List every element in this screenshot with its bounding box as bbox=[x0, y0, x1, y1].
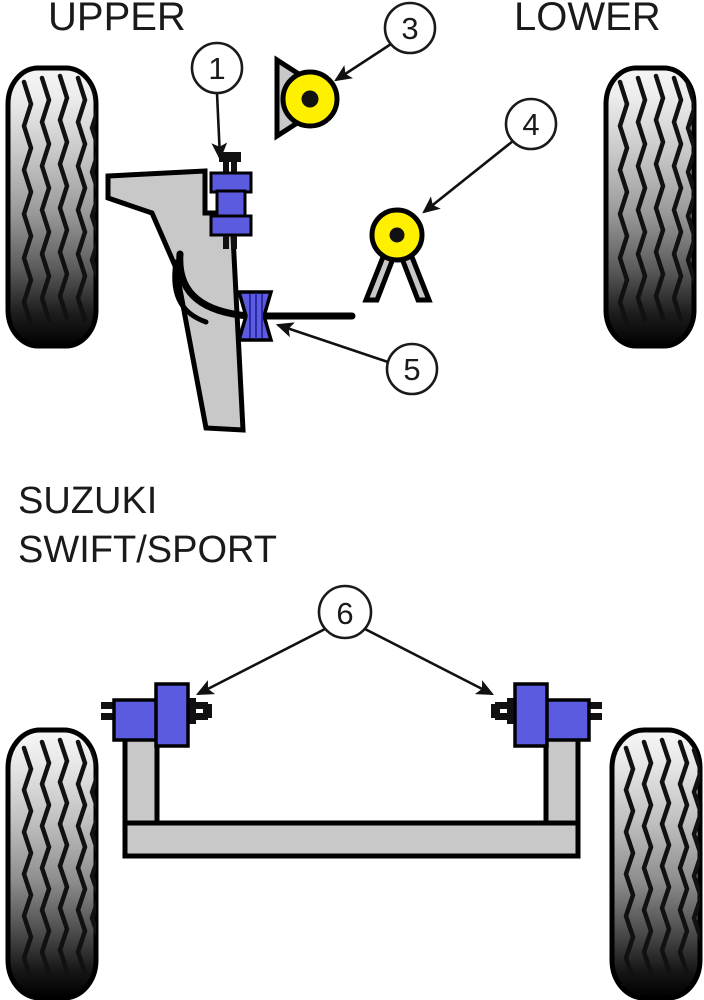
callout-6-number: 6 bbox=[336, 596, 353, 631]
callout-3[interactable]: 3 bbox=[383, 1, 437, 55]
callout-1-number: 1 bbox=[208, 51, 225, 86]
callout-5[interactable]: 5 bbox=[385, 342, 439, 396]
leader-4 bbox=[422, 139, 514, 214]
tire-top-left bbox=[5, 65, 99, 349]
tire-bottom-left bbox=[5, 727, 99, 1000]
leader-6-left bbox=[195, 626, 328, 696]
upper-control-arm bbox=[105, 168, 246, 433]
leader-5 bbox=[275, 322, 389, 364]
bush-1-wishbone bbox=[209, 152, 253, 249]
callout-5-number: 5 bbox=[403, 352, 420, 387]
callout-4[interactable]: 4 bbox=[504, 97, 558, 151]
bush-3-yellow-mount bbox=[274, 55, 340, 141]
leader-1 bbox=[211, 92, 228, 161]
label-lower: LOWER bbox=[514, 0, 661, 39]
label-upper: UPPER bbox=[48, 0, 186, 39]
callout-4-number: 4 bbox=[522, 107, 539, 142]
bush-5-antirollbar bbox=[236, 290, 274, 342]
label-model: SWIFT/SPORT bbox=[18, 529, 277, 571]
tire-top-right bbox=[603, 65, 697, 349]
bush-6-left bbox=[101, 682, 212, 748]
label-make: SUZUKI bbox=[18, 480, 157, 522]
leader-3 bbox=[334, 42, 392, 82]
bush-4-yellow-mount bbox=[362, 207, 433, 303]
tire-bottom-right bbox=[609, 727, 703, 1000]
callout-3-number: 3 bbox=[401, 11, 418, 46]
arm-inner-edge bbox=[172, 259, 209, 325]
bush-6-right bbox=[491, 682, 602, 748]
leader-6-right bbox=[362, 626, 495, 696]
callout-1[interactable]: 1 bbox=[190, 41, 244, 95]
beam-crossmember bbox=[122, 820, 581, 859]
rear-axle-beam bbox=[122, 709, 581, 859]
callout-6[interactable]: 6 bbox=[317, 584, 373, 640]
